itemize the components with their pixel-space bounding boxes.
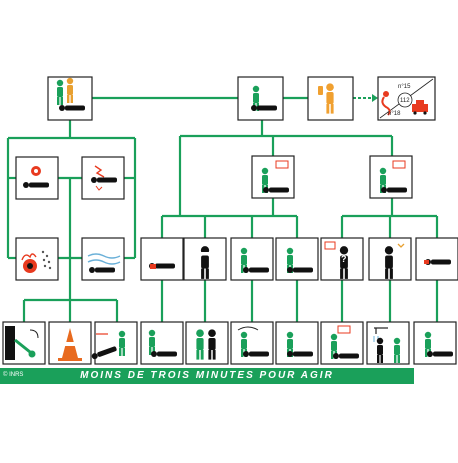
box-hemorrhage bbox=[140, 237, 184, 281]
question-victim-icon bbox=[330, 325, 359, 359]
box-lying-victim bbox=[415, 237, 458, 281]
box-bleeding bbox=[15, 156, 59, 200]
confused-person-icon: ? bbox=[324, 241, 349, 279]
cardiac-massage-icon bbox=[237, 326, 269, 357]
banner-text: MOINS DE TROIS MINUTES POUR AGIR bbox=[80, 370, 334, 381]
box-examine-victim bbox=[237, 76, 284, 121]
box-electrical-cut bbox=[2, 321, 46, 365]
connector-lines bbox=[6, 96, 439, 322]
box-heimlich bbox=[185, 321, 229, 365]
box-electric-burn bbox=[81, 156, 125, 200]
box-emergency-services: n°15 112 n°18 bbox=[377, 76, 436, 121]
extract-victim-icon bbox=[90, 330, 126, 360]
box-fire-victim bbox=[15, 237, 59, 281]
shower-rinse-icon bbox=[373, 327, 401, 363]
box-alert-caller bbox=[307, 76, 354, 121]
box-pain-person bbox=[368, 237, 412, 281]
burned-victim-icon bbox=[91, 165, 117, 191]
number-15-label: n°15 bbox=[398, 84, 411, 90]
ambulance-firetruck-icon bbox=[381, 91, 428, 116]
unresponsive-victim-icon bbox=[379, 160, 407, 193]
box-confused-person: ? bbox=[320, 237, 364, 281]
box-rest-position bbox=[413, 321, 457, 365]
box-talks-victim bbox=[251, 155, 295, 199]
box-gas-exposure bbox=[81, 237, 125, 281]
footer-banner: MOINS DE TROIS MINUTES POUR AGIR bbox=[0, 368, 414, 384]
box-choking bbox=[183, 237, 227, 281]
box-breathing-check bbox=[230, 237, 274, 281]
number-18-label: n°18 bbox=[388, 111, 401, 117]
question-mark: ? bbox=[341, 254, 347, 264]
box-recovery-position bbox=[275, 321, 319, 365]
credit-label: © INRS bbox=[3, 372, 24, 378]
traffic-cone-icon bbox=[58, 328, 82, 361]
box-traffic-cone bbox=[48, 321, 92, 365]
electrical-cut-icon bbox=[5, 326, 39, 360]
box-ask-questions bbox=[320, 321, 364, 365]
victim-on-fire-icon bbox=[21, 250, 52, 273]
hemorrhage-icon bbox=[149, 263, 175, 269]
number-112-label: 112 bbox=[400, 98, 410, 104]
bleeding-victim-icon bbox=[23, 166, 49, 188]
person-in-pain-icon bbox=[384, 243, 405, 279]
box-shower-rinse bbox=[366, 321, 410, 365]
box-compress-wound bbox=[140, 321, 184, 365]
box-root-scene bbox=[47, 76, 93, 121]
box-extract-victim bbox=[90, 321, 138, 365]
dashed-arrow bbox=[353, 94, 378, 102]
box-cpr bbox=[230, 321, 274, 365]
toxic-fumes-victim-icon bbox=[87, 253, 121, 273]
talking-victim-icon bbox=[261, 160, 289, 193]
box-unresponsive-victim bbox=[369, 155, 413, 199]
box-recovery-kneel bbox=[275, 237, 319, 281]
